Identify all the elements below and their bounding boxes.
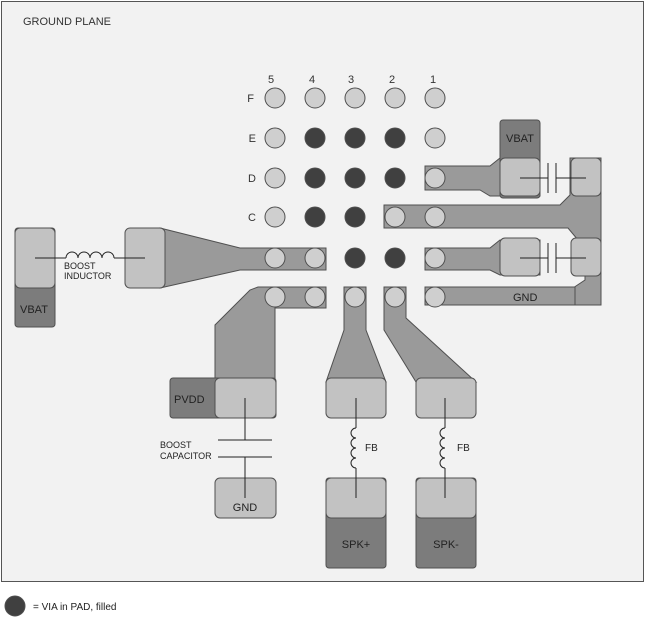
b1-cap-left-pad xyxy=(499,237,541,277)
row-label-d: D xyxy=(248,173,256,185)
row-label-f: F xyxy=(247,93,254,105)
spk-minus-top-pad xyxy=(415,377,477,419)
ball-b1 xyxy=(424,247,446,269)
fb-left-label: FB xyxy=(365,443,378,454)
ground-plane-title: GROUND PLANE xyxy=(23,16,111,28)
boost-inductor-coil-symbol xyxy=(65,251,115,259)
ball-a5 xyxy=(264,286,286,308)
ball-f3 xyxy=(344,87,366,109)
ball-c5 xyxy=(264,206,286,228)
ball-a4 xyxy=(304,286,326,308)
col-label-4: 4 xyxy=(309,74,315,86)
trace-a1-gnd xyxy=(424,286,576,306)
ball-e5 xyxy=(264,127,286,149)
via-b2 xyxy=(384,247,406,269)
vbat-cap-right-pad xyxy=(570,157,602,197)
ball-f1 xyxy=(424,87,446,109)
legend-text: = VIA in PAD, filled xyxy=(33,602,116,613)
boost-inductor-label-line2: INDUCTOR xyxy=(64,271,112,281)
ball-b4 xyxy=(304,247,326,269)
row-label-c: C xyxy=(248,212,256,224)
via-d4 xyxy=(304,167,326,189)
ball-a3 xyxy=(344,286,366,308)
ball-b5 xyxy=(264,247,286,269)
ball-c2 xyxy=(384,206,406,228)
fb-right-coil-symbol xyxy=(439,427,446,469)
spk-minus-label: SPK- xyxy=(433,539,459,551)
col-label-3: 3 xyxy=(348,74,354,86)
boost-capacitor-label-line2: CAPACITOR xyxy=(160,451,212,461)
ball-f4 xyxy=(304,87,326,109)
gnd-bottom-label: GND xyxy=(233,502,258,514)
ball-d5 xyxy=(264,167,286,189)
col-label-2: 2 xyxy=(389,74,395,86)
ball-f2 xyxy=(384,87,406,109)
spk-plus-label: SPK+ xyxy=(342,539,370,551)
via-e2 xyxy=(384,127,406,149)
ball-c1 xyxy=(424,206,446,228)
col-label-1: 1 xyxy=(430,74,436,86)
vbat-cap-left-pad xyxy=(499,157,541,197)
legend-via-icon xyxy=(4,595,26,617)
boost-capacitor-label-line1: BOOST xyxy=(160,440,192,450)
b1-cap-right-pad xyxy=(570,237,602,277)
vbat-left-label: VBAT xyxy=(20,304,48,316)
ball-a2 xyxy=(384,286,406,308)
ball-e1 xyxy=(424,127,446,149)
spk-minus-bottom-pad xyxy=(415,477,477,519)
gnd-right-label: GND xyxy=(513,292,538,304)
via-b3 xyxy=(344,247,366,269)
via-d2 xyxy=(384,167,406,189)
via-c3 xyxy=(344,206,366,228)
fb-left-coil-symbol xyxy=(350,427,357,469)
via-c4 xyxy=(304,206,326,228)
row-label-e: E xyxy=(249,133,256,145)
ball-d1 xyxy=(424,167,446,189)
via-d3 xyxy=(344,167,366,189)
boost-inductor-label-line1: BOOST xyxy=(64,261,96,271)
via-e3 xyxy=(344,127,366,149)
pvdd-label: PVDD xyxy=(174,394,205,406)
via-e4 xyxy=(304,127,326,149)
ball-a1 xyxy=(424,286,446,308)
vbat-right-label: VBAT xyxy=(506,133,534,145)
fb-right-label: FB xyxy=(457,443,470,454)
col-label-5: 5 xyxy=(268,74,274,86)
ball-f5 xyxy=(264,87,286,109)
